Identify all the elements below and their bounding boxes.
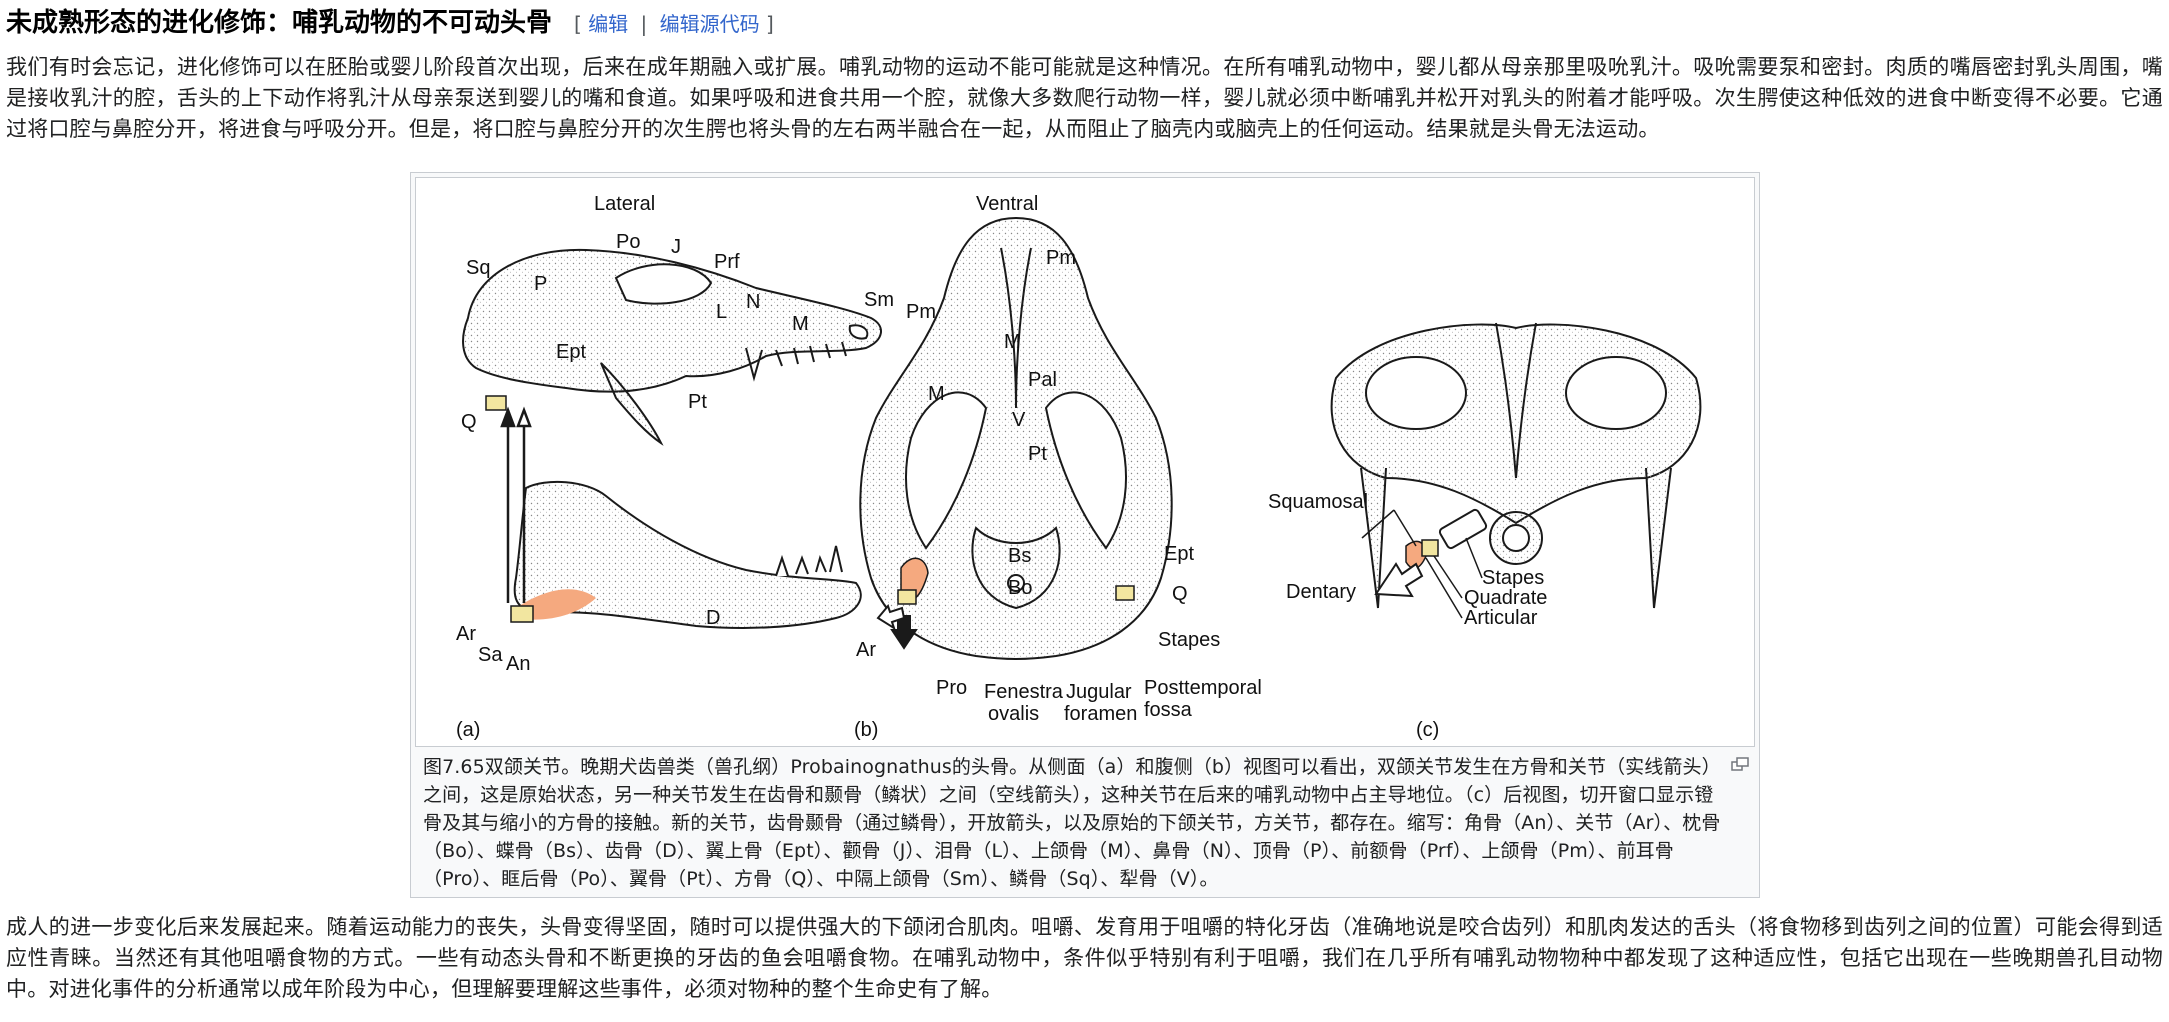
figure-thumbnail: Lateral Sq Po J Prf P Sm Pm N L M Ept Pt… (410, 172, 1760, 898)
label-pm: Pm (906, 301, 936, 323)
v-label-posttemporal: Posttemporal (1144, 677, 1262, 699)
enlarge-icon[interactable] (1731, 757, 1749, 771)
paragraph-2: 成人的进一步变化后来发展起来。随着运动能力的丧失，头骨变得坚固，随时可以提供强大… (6, 915, 2163, 1001)
label-q: Q (461, 411, 477, 433)
v-label-q: Q (1172, 583, 1188, 605)
v-label-m1: M (1004, 331, 1021, 353)
posterior-labels: Squamosal Dentary Stapes Quadrate Articu… (1268, 491, 1547, 741)
label-ar: Ar (456, 623, 476, 645)
v-label-ar: Ar (856, 639, 876, 661)
lateral-title: Lateral (594, 193, 655, 215)
figure-caption-text: 图7.65双颌关节。晚期犬齿兽类（兽孔纲）Probainognathus的头骨。… (423, 756, 1721, 890)
label-m: M (792, 313, 809, 335)
skull-illustration: Lateral Sq Po J Prf P Sm Pm N L M Ept Pt… (456, 193, 1702, 741)
edit-link[interactable]: 编辑 (588, 12, 629, 36)
edit-separator: | (640, 12, 648, 36)
lateral-articular-bone (510, 605, 534, 623)
p-label-stapes: Stapes (1482, 567, 1544, 589)
lateral-skull-drawing (462, 248, 882, 446)
v-label-pal: Pal (1028, 369, 1057, 391)
posterior-skull-drawing (1330, 322, 1702, 609)
v-label-bs: Bs (1008, 545, 1031, 567)
label-sa: Sa (478, 644, 503, 666)
p-label-quadrate: Quadrate (1464, 587, 1547, 609)
label-an: An (506, 653, 530, 675)
lateral-articular-highlight (516, 589, 596, 620)
v-label-pro: Pro (936, 677, 967, 699)
v-label-fossa: fossa (1144, 699, 1193, 721)
label-po: Po (616, 231, 640, 253)
after-figure-section: 成人的进一步变化后来发展起来。随着运动能力的丧失，头骨变得坚固，随时可以提供强大… (6, 906, 2163, 1005)
v-label-v: V (1012, 409, 1026, 431)
label-n: N (746, 291, 760, 313)
v-label-ovalis: ovalis (988, 703, 1039, 725)
posterior-leader-lines (1361, 509, 1483, 619)
lateral-mandible-drawing (513, 480, 862, 629)
section-heading-row: 未成熟形态的进化修饰：哺乳动物的不可动头骨 [ 编辑 | 编辑源代码 ] (6, 0, 2163, 46)
v-label-ept: Ept (1164, 543, 1194, 565)
edit-bracket-close: ] (766, 12, 774, 36)
v-label-foramen: foramen (1064, 703, 1137, 725)
v-label-stapes: Stapes (1158, 629, 1220, 651)
panel-b-label: (b) (854, 719, 878, 741)
lateral-labels: Lateral Sq Po J Prf P Sm Pm N L M Ept Pt… (456, 193, 936, 741)
section-title: 未成熟形态的进化修饰：哺乳动物的不可动头骨 (6, 8, 553, 38)
ventral-quadrate-right (1115, 585, 1135, 601)
ventral-arrows (876, 603, 918, 650)
label-d: D (706, 607, 720, 629)
label-j: J (671, 236, 681, 258)
lateral-quadrate-highlight (485, 395, 507, 411)
label-prf: Prf (714, 251, 740, 273)
panel-c-label: (c) (1416, 719, 1439, 741)
v-label-pt: Pt (1028, 443, 1047, 465)
lateral-arrows (500, 406, 532, 603)
ventral-quadrate-left (897, 589, 917, 605)
label-p: P (534, 273, 547, 295)
panel-a-label: (a) (456, 719, 480, 741)
edit-section-links: [ 编辑 | 编辑源代码 ] (574, 8, 774, 37)
figure-caption: 图7.65双颌关节。晚期犬齿兽类（兽孔纲）Probainognathus的头骨。… (415, 747, 1755, 893)
paragraph-1: 我们有时会忘记，进化修饰可以在胚胎或婴儿阶段首次出现，后来在成年期融入或扩展。哺… (6, 55, 2163, 141)
p-label-articular: Articular (1464, 607, 1538, 629)
ventral-title: Ventral (976, 193, 1038, 215)
v-label-fenestra: Fenestra (984, 681, 1064, 703)
v-label-jugular: Jugular (1066, 681, 1132, 703)
figure-image[interactable]: Lateral Sq Po J Prf P Sm Pm N L M Ept Pt… (415, 177, 1755, 747)
edit-bracket-open: [ (574, 12, 582, 36)
label-ept: Ept (556, 341, 586, 363)
v-label-pm: Pm (1046, 247, 1076, 269)
label-sm: Sm (864, 289, 894, 311)
edit-source-link[interactable]: 编辑源代码 (659, 12, 760, 36)
label-l: L (716, 301, 727, 323)
v-label-m2: M (928, 383, 945, 405)
posterior-arrow (1374, 562, 1424, 598)
ventral-labels: Ventral Pm M M Pal V Pt Ept Bs Bo Q Stap… (854, 193, 1262, 741)
p-label-dentary: Dentary (1286, 581, 1356, 603)
p-label-squamosal: Squamosal (1268, 491, 1368, 513)
label-pt: Pt (688, 391, 707, 413)
label-sq: Sq (466, 257, 490, 279)
v-label-bo: Bo (1008, 577, 1032, 599)
posterior-quadrate-highlight (1421, 539, 1439, 557)
ventral-skull-drawing (859, 216, 1173, 660)
